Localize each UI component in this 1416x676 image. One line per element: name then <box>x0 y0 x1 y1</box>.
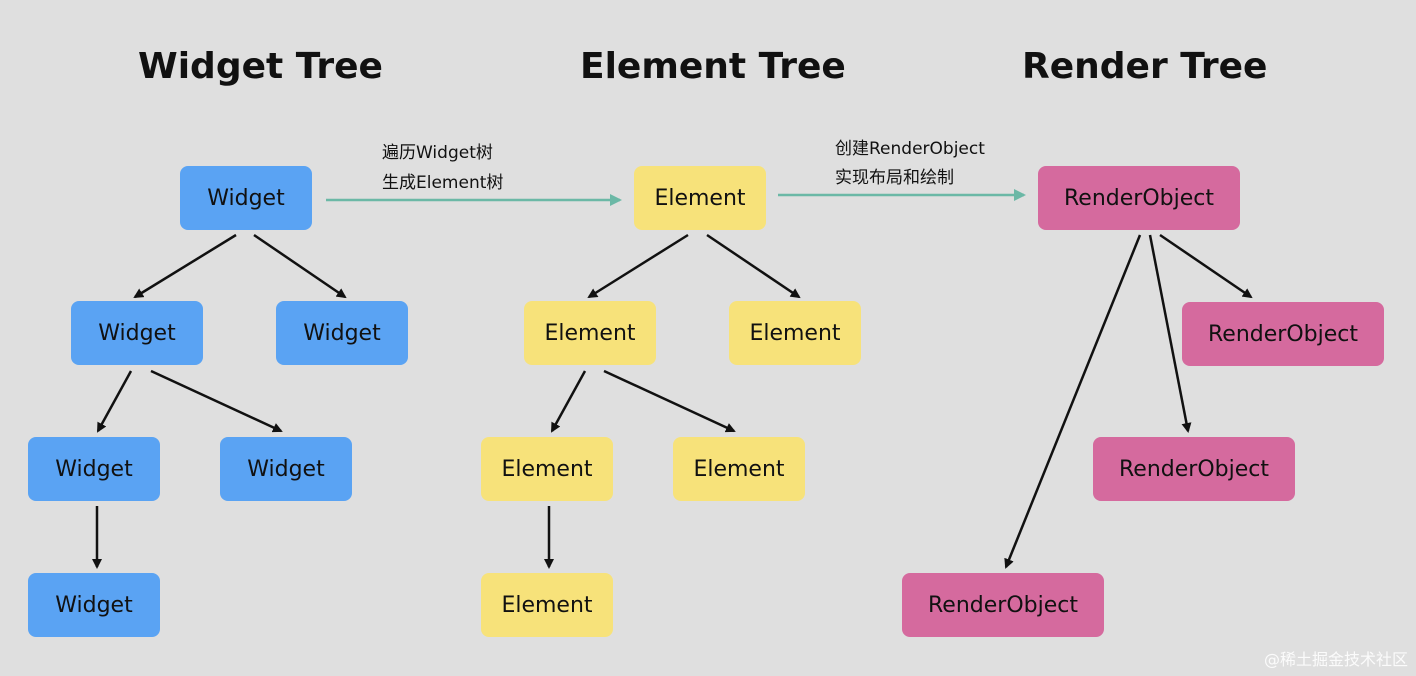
element-tree-title: Element Tree <box>580 46 846 87</box>
widget-tree-title: Widget Tree <box>138 46 383 87</box>
render-node-b: RenderObject <box>1093 437 1295 501</box>
widget-node-root: Widget <box>180 166 312 230</box>
edge-r-root-a <box>1159 233 1253 299</box>
edge-e-root-l <box>587 233 689 299</box>
widget-node-lll: Widget <box>28 573 160 637</box>
connector-label-1a: 遍历Widget树 <box>382 143 493 163</box>
element-node-ll: Element <box>481 437 613 501</box>
widget-node-r: Widget <box>276 301 408 365</box>
element-node-root: Element <box>634 166 766 230</box>
edge-e-l-lr <box>603 369 736 433</box>
element-node-r: Element <box>729 301 861 365</box>
connector-label-2a: 创建RenderObject <box>835 139 985 159</box>
widget-node-l: Widget <box>71 301 203 365</box>
edge-e-l-ll <box>550 370 587 433</box>
connector-label-2b: 实现布局和绘制 <box>835 168 954 188</box>
edge-r-root-c <box>1004 234 1142 569</box>
edge-e-root-r <box>706 233 801 299</box>
edge-w-root-r <box>253 233 347 299</box>
render-node-root: RenderObject <box>1038 166 1240 230</box>
watermark: @稀土掘金技术社区 <box>1263 650 1408 669</box>
render-tree-title: Render Tree <box>1022 46 1268 87</box>
element-node-lll: Element <box>481 573 613 637</box>
connector-label-1b: 生成Element树 <box>382 173 504 193</box>
widget-node-lr: Widget <box>220 437 352 501</box>
render-node-a: RenderObject <box>1182 302 1384 366</box>
edge-w-l-ll <box>96 370 133 433</box>
widget-node-ll: Widget <box>28 437 160 501</box>
edge-w-root-l <box>133 233 237 299</box>
edge-w-l-lr <box>150 369 283 433</box>
edge-r-root-b <box>1148 234 1192 433</box>
element-node-l: Element <box>524 301 656 365</box>
render-node-c: RenderObject <box>902 573 1104 637</box>
element-node-lr: Element <box>673 437 805 501</box>
